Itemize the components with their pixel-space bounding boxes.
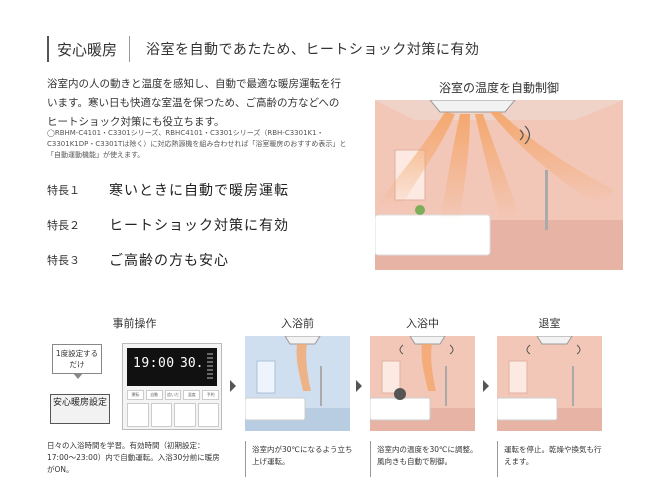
step-arrow-icon	[483, 380, 489, 392]
remote-button-row: 運転 自動 追いだき 温度 予約	[127, 390, 219, 400]
section-header: 安心暖房 浴室を自動であたため、ヒートショック対策に有効	[47, 34, 479, 64]
remote-level-indicator	[207, 353, 213, 381]
feature-number: 特長１	[47, 184, 80, 197]
bathtub	[375, 214, 491, 256]
feature-text: ご高齢の方も安心	[109, 253, 229, 269]
step-title-during: 入浴中	[406, 317, 439, 330]
step-title-pre: 事前操作	[112, 317, 157, 330]
sensor-wave-icon	[519, 129, 524, 141]
header-divider	[129, 36, 131, 62]
plant-icon	[415, 205, 425, 215]
step-arrow-icon	[230, 380, 236, 392]
anshin-heating-set-button[interactable]: 安心暖房設定	[50, 394, 110, 424]
scene-person-icon	[394, 388, 406, 400]
sensor-wave-icon	[449, 344, 454, 355]
main-illustration-caption: 浴室の温度を自動制御	[438, 81, 559, 95]
feature-text: ヒートショック対策に有効	[109, 218, 289, 234]
remote-button[interactable]: 温度	[183, 390, 201, 400]
pre-operation-description: 日々の入浴時間を学習。有効時間（初期設定：17:00〜23:00）内で自動運転。…	[47, 441, 220, 474]
scene-during-description: 浴室内の温度を30℃に調整。風向きも自動で制御。	[370, 441, 480, 477]
step-title-before: 入浴前	[281, 317, 314, 330]
intro-note: ◯RBHM-C4101・C3301シリーズ、RBHC4101・C3301シリーズ…	[47, 129, 347, 159]
remote-large-button[interactable]	[174, 403, 196, 427]
feature-item: 特長３ ご高齢の方も安心	[47, 250, 289, 270]
scene-shower-pole	[320, 366, 322, 406]
step-arrow-icon	[356, 380, 362, 392]
scene-during-bath	[370, 336, 475, 431]
remote-button[interactable]: 追いだき	[164, 390, 182, 400]
scene-before-description: 浴室内が30℃になるよう立ち上げ運転。	[245, 441, 355, 477]
setup-callout: 1度設定するだけ	[52, 344, 102, 379]
scene-before-bath	[245, 336, 350, 431]
remote-button[interactable]: 予約	[202, 390, 219, 400]
step-title-exit: 退室	[538, 317, 561, 330]
scene-bathtub	[370, 397, 431, 421]
feature-list: 特長１ 寒いときに自動で暖房運転 特長２ ヒートショック対策に有効 特長３ ご高…	[47, 180, 289, 285]
scene-exit-description: 運転を停止。乾燥や換気も行えます。	[497, 441, 607, 477]
scene-warm-air	[421, 344, 436, 391]
scene-heater-unit	[536, 336, 573, 345]
remote-display: 19:00 30.	[127, 348, 217, 386]
ceiling-heater-unit	[429, 100, 516, 113]
scene-warm-air	[296, 344, 311, 391]
bathroom-warming-illustration	[375, 100, 623, 270]
remote-time: 19:00	[133, 356, 175, 371]
section-title: 安心暖房	[57, 40, 118, 59]
remote-large-button[interactable]	[150, 403, 172, 427]
remote-button[interactable]: 運転	[127, 390, 144, 400]
sensor-wave-icon	[524, 125, 531, 145]
feature-item: 特長２ ヒートショック対策に有効	[47, 215, 289, 235]
shower-pole	[545, 170, 548, 230]
feature-number: 特長３	[47, 254, 80, 267]
scene-shower-pole	[445, 366, 447, 406]
scene-window	[381, 360, 401, 394]
remote-large-button[interactable]	[127, 403, 149, 427]
feature-number: 特長２	[47, 219, 80, 232]
scene-exit-bath	[497, 336, 602, 431]
scene-bathtub	[497, 397, 558, 421]
remote-large-button[interactable]	[197, 403, 219, 427]
scene-bathtub	[245, 397, 306, 421]
remote-large-button-row	[127, 403, 219, 427]
scene-heater-unit	[409, 336, 446, 345]
warm-air-flow	[375, 112, 455, 210]
sensor-wave-icon	[399, 344, 404, 355]
scene-window	[256, 360, 276, 394]
pre-operation-panel: 1度設定するだけ 安心暖房設定 19:00 30. 運転 自動 追いだき 温度 …	[47, 336, 222, 436]
header-bar	[47, 36, 49, 62]
scene-window	[508, 360, 528, 394]
warm-air-flow	[490, 112, 615, 205]
scene-heater-unit	[284, 336, 321, 345]
sensor-wave-icon	[526, 344, 531, 355]
warm-air-flow	[475, 114, 520, 220]
warm-air-flow	[440, 114, 470, 220]
scene-shower-pole	[572, 366, 574, 406]
sensor-wave-icon	[576, 344, 581, 355]
feature-text: 寒いときに自動で暖房運転	[109, 183, 289, 199]
section-subtitle: 浴室を自動であたため、ヒートショック対策に有効	[146, 42, 480, 58]
feature-item: 特長１ 寒いときに自動で暖房運転	[47, 180, 289, 200]
remote-button[interactable]: 自動	[145, 390, 163, 400]
bath-remote-controller: 19:00 30. 運転 自動 追いだき 温度 予約	[122, 343, 222, 430]
intro-text: 浴室内の人の動きと温度を感知し、自動で最適な暖房運転を行います。寒い日も快適な室…	[47, 78, 341, 128]
remote-temperature: 30.	[180, 356, 204, 371]
